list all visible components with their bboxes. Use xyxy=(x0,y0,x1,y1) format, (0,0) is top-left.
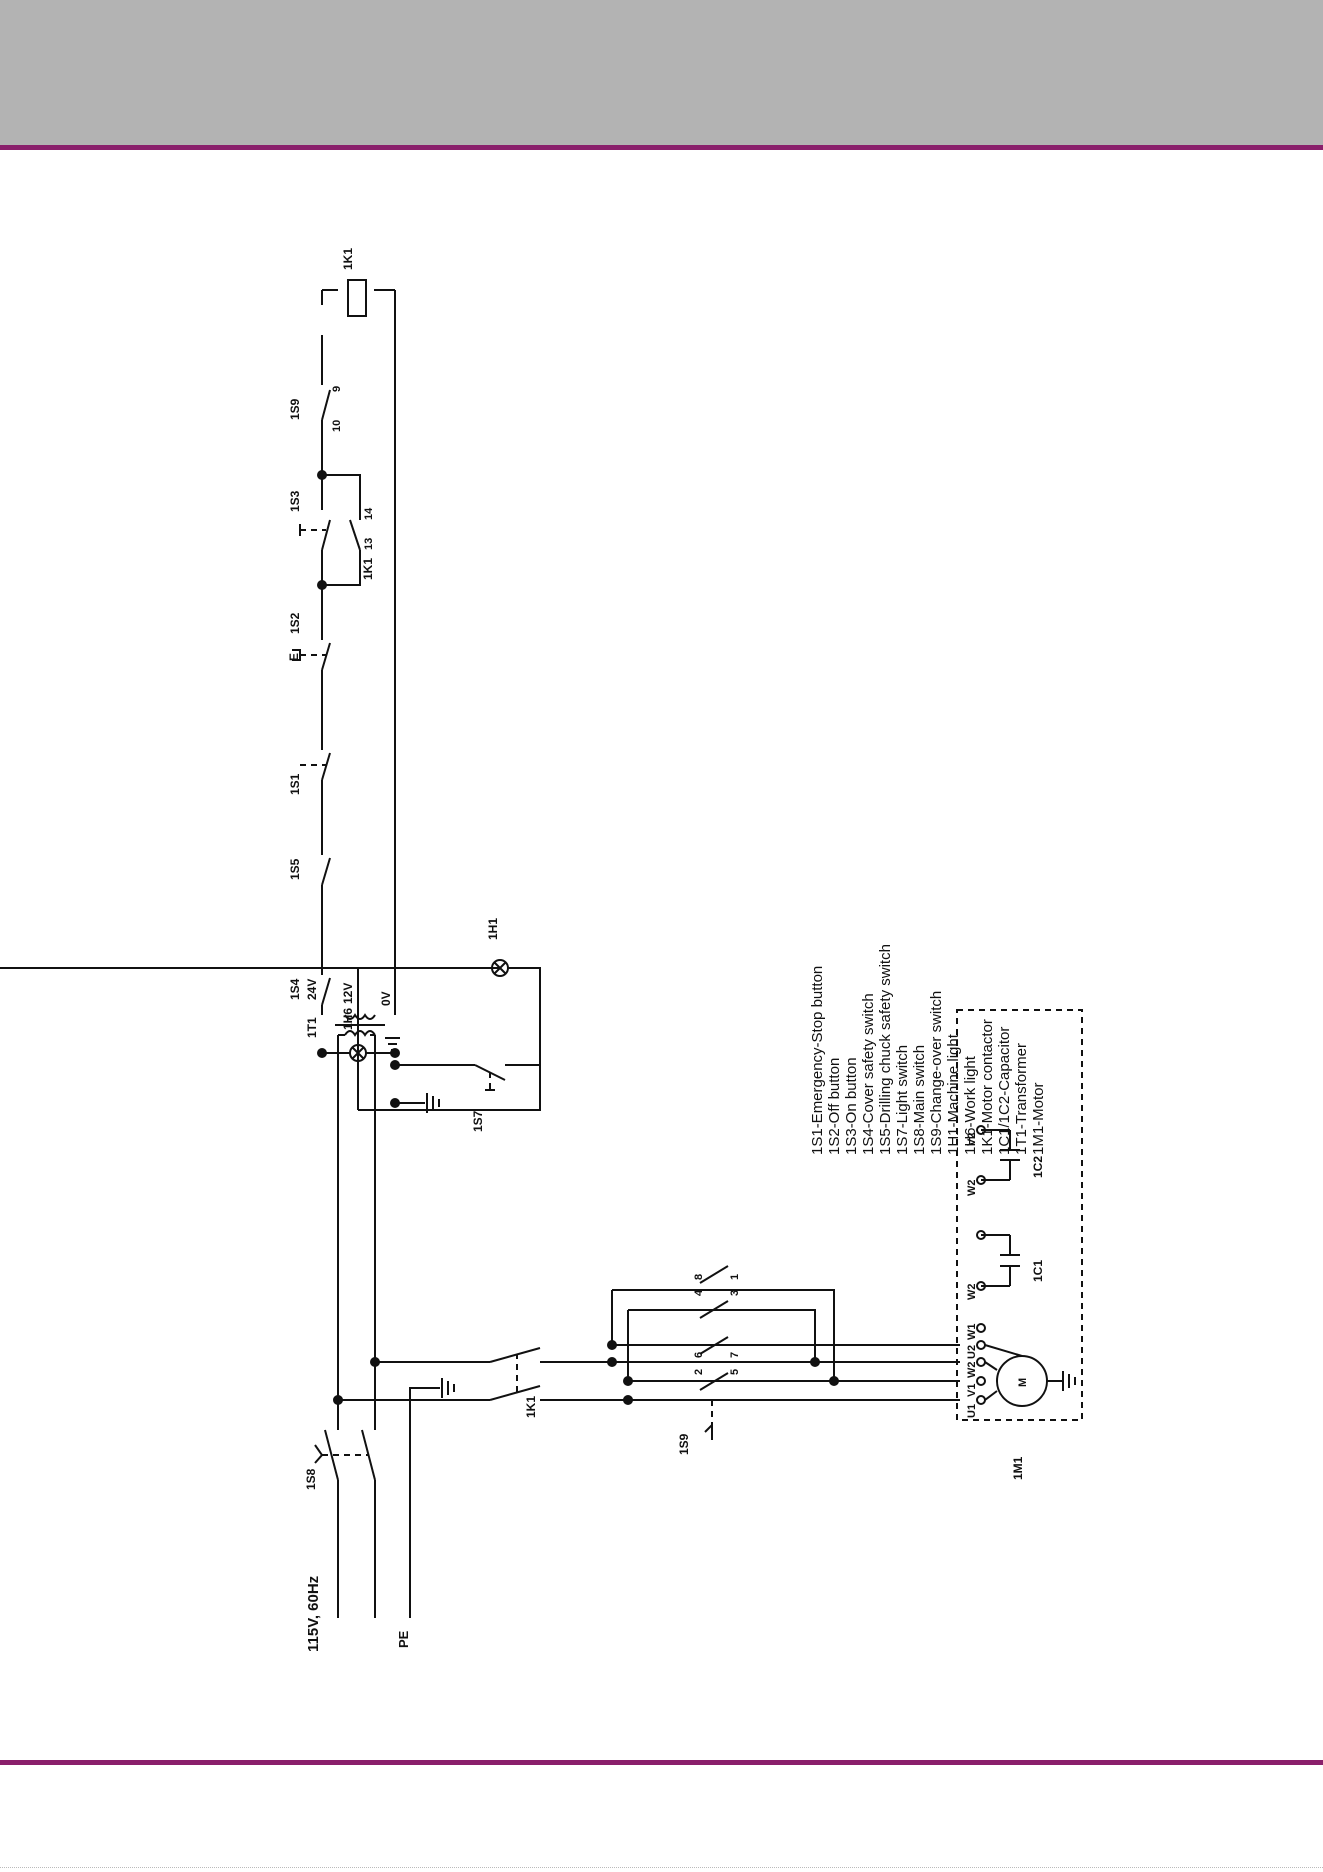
label-1k1-coil: 1K1 xyxy=(341,248,355,270)
terminal-w1: W1 xyxy=(966,1324,978,1341)
label-1s3: 1S3 xyxy=(288,490,302,512)
s9-terminal-10: 10 xyxy=(331,420,343,432)
terminal-u1: U1 xyxy=(966,1404,978,1418)
legend-item: 1H1-Machine light xyxy=(945,1033,962,1155)
label-1c1: 1C1 xyxy=(1031,1260,1045,1282)
s9-terminal-6: 6 xyxy=(693,1352,705,1358)
label-1s2: 1S2 xyxy=(288,612,302,634)
legend-item: 1S2-Off button xyxy=(826,1058,843,1155)
ground-symbol-motor xyxy=(1047,1371,1076,1391)
s2-mark-e: E xyxy=(287,653,301,661)
label-1t1: 1T1 xyxy=(305,1017,319,1038)
voltage-12v: 12V xyxy=(341,983,355,1004)
terminal-v1: V1 xyxy=(966,1384,978,1397)
s9-terminal-9: 9 xyxy=(331,386,343,392)
s9-terminal-8: 8 xyxy=(693,1274,705,1280)
k1-terminal-13: 13 xyxy=(363,538,375,550)
s9-terminal-2: 2 xyxy=(693,1369,705,1375)
k1-terminal-14: 14 xyxy=(363,507,375,520)
legend-item: 1C1/1C2-Capacitor xyxy=(996,1027,1013,1155)
legend-item: 1M1-Motor xyxy=(1030,1082,1047,1155)
header-band xyxy=(0,0,1323,145)
pe-label: PE xyxy=(396,1630,411,1648)
legend-item: 1S5-Drilling chuck safety switch xyxy=(877,944,894,1155)
legend-item: 1S7-Light switch xyxy=(894,1045,911,1155)
label-1h1: 1H1 xyxy=(486,918,500,940)
footer-dotted-line xyxy=(0,1867,1323,1868)
legend: 1S1-Emergency-Stop button 1S2-Off button… xyxy=(809,944,1047,1155)
legend-item: 1S9-Change-over switch xyxy=(928,991,945,1155)
voltage-0v: 0V xyxy=(379,991,393,1006)
legend-item: 1S3-On button xyxy=(843,1057,860,1155)
s9-terminal-1: 1 xyxy=(729,1274,741,1280)
label-1c2: 1C2 xyxy=(1031,1156,1045,1178)
label-1s7: 1S7 xyxy=(471,1110,485,1132)
legend-item: 1S8-Main switch xyxy=(911,1045,928,1155)
control-switches xyxy=(292,279,367,1006)
legend-item: 1H6-Work light xyxy=(962,1055,979,1155)
wires xyxy=(0,289,960,1618)
component-labels: 115V, 60Hz PE 1S8 1K1 1S9 1M1 1T1 1S7 1H… xyxy=(287,248,1045,1652)
terminal-w2a: W2 xyxy=(966,1362,978,1379)
label-1m1: 1M1 xyxy=(1011,1456,1025,1480)
terminal-w2c: W2 xyxy=(966,1180,978,1197)
terminal-v2: V2 xyxy=(966,1133,978,1146)
label-1k1-main: 1K1 xyxy=(524,1396,538,1418)
legend-item: 1K1-Motor contactor xyxy=(979,1019,996,1155)
voltage-24v: 24V xyxy=(305,979,319,1000)
terminal-u2: U2 xyxy=(966,1345,978,1359)
ground-symbol-t1 xyxy=(385,1037,400,1051)
s9-terminal-7: 7 xyxy=(729,1352,741,1358)
label-1h6: 1H6 xyxy=(341,1008,355,1030)
label-1s1: 1S1 xyxy=(288,773,302,795)
s9-terminal-4: 4 xyxy=(693,1289,705,1296)
ground-symbol-pe xyxy=(441,1378,455,1398)
label-1s9-main: 1S9 xyxy=(677,1433,691,1455)
s9-terminal-5: 5 xyxy=(729,1369,741,1375)
label-1s5: 1S5 xyxy=(288,858,302,880)
ground-symbol-0v xyxy=(426,1093,440,1113)
s9-terminal-3: 3 xyxy=(729,1290,741,1296)
terminal-w2b: W2 xyxy=(966,1284,978,1301)
motor-enclosure xyxy=(956,1009,1083,1421)
footer-accent-rule xyxy=(0,1760,1323,1765)
legend-item: 1S1-Emergency-Stop button xyxy=(809,966,826,1155)
legend-item: 1T1-Transformer xyxy=(1013,1043,1030,1155)
header-accent-rule xyxy=(0,145,1323,150)
supply-label: 115V, 60Hz xyxy=(305,1576,322,1652)
label-1s9-ctrl: 1S9 xyxy=(288,398,302,420)
label-1k1-aux: 1K1 xyxy=(361,558,375,580)
label-1s8: 1S8 xyxy=(304,1468,318,1490)
motor-symbol-label: M xyxy=(1017,1378,1029,1387)
label-1s4: 1S4 xyxy=(288,978,302,1000)
legend-item: 1S4-Cover safety switch xyxy=(860,993,877,1155)
